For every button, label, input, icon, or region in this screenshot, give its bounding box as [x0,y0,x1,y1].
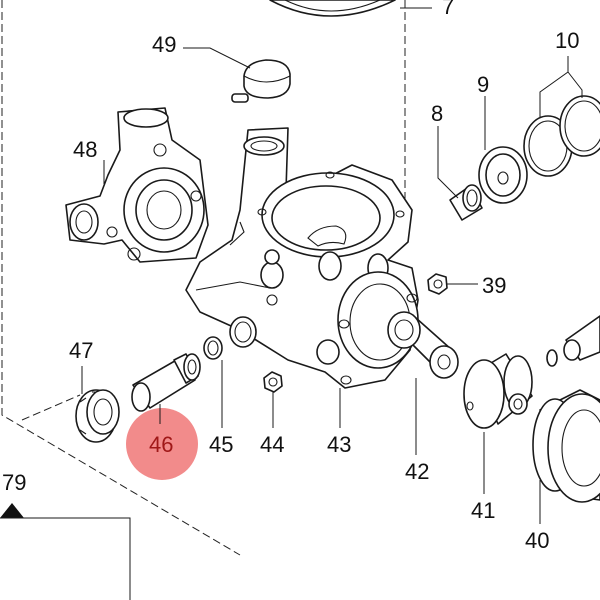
part-47-nut [75,389,120,443]
callout-79: 79 [2,470,26,495]
part-46-hose-fitting [131,353,201,412]
highlight-46 [126,408,198,480]
callout-42: 42 [405,459,429,484]
part-8-valve [449,184,483,221]
callout-44: 44 [260,432,284,457]
shaft [546,315,600,367]
part-45-o-ring [203,336,223,360]
part-39-nut [427,273,448,295]
callout-41: 41 [471,498,495,523]
callout-40: 40 [525,528,549,553]
callout-46: 46 [149,432,173,457]
callout-48: 48 [73,137,97,162]
callout-49: 49 [152,32,176,57]
callout-43: 43 [327,432,351,457]
part-48-elbow-fitting [65,107,209,263]
port-ring [229,316,257,348]
part-41-piston [463,353,533,429]
callout-47: 47 [69,338,93,363]
part-7-diaphragm [269,0,396,17]
part-40-housing [532,389,600,503]
callout-7: 7 [442,0,454,19]
part-44-nut [263,371,283,393]
callout-9: 9 [477,72,489,97]
assembly-boundary [1,0,406,556]
leader-lines [81,7,583,524]
callout-10: 10 [555,28,579,53]
section-bracket-79 [0,503,131,600]
callout-labels: 7 8 9 10 39 40 41 42 43 44 45 46 47 48 4… [2,0,579,553]
part-49-cap [231,59,291,103]
callout-45: 45 [209,432,233,457]
part-10-rings [523,95,600,177]
part-9-seal [478,146,528,204]
callout-39: 39 [482,273,506,298]
part-42-connecting-rod [387,311,459,379]
callout-8: 8 [431,101,443,126]
